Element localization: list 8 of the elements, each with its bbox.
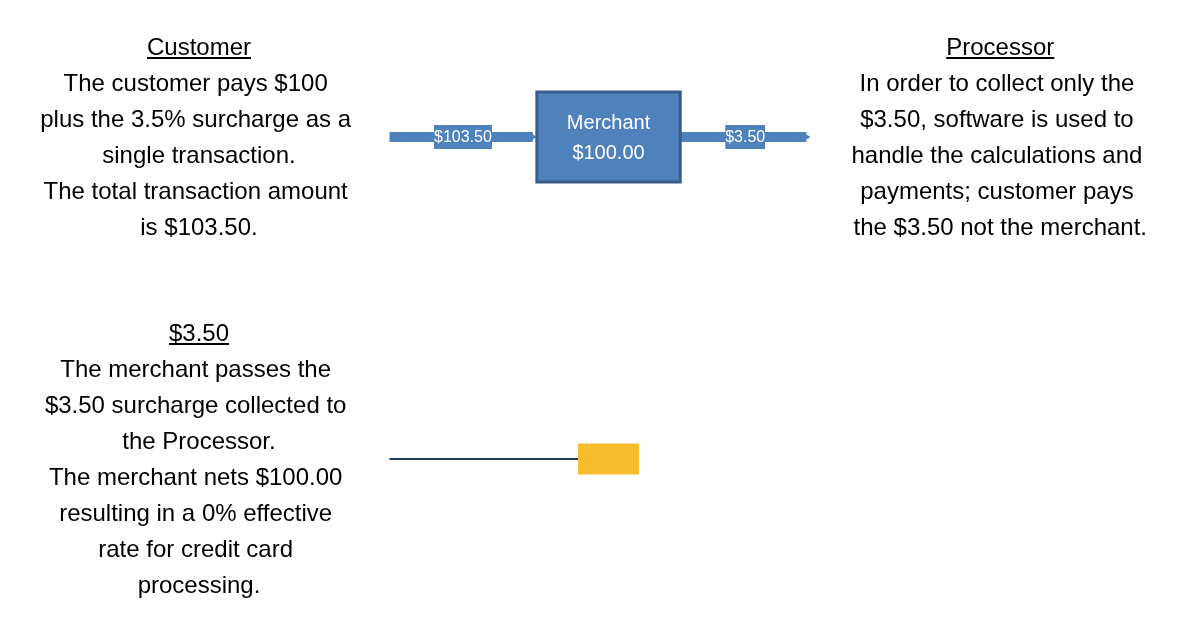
edge-label: $3.50	[725, 127, 766, 145]
node-text: $3.50 The merchant passes the $3.50 surcharge collected to the Processor. The merchant nets $100.00 resulting in a 0% effective rate for credit card processing.	[45, 318, 347, 598]
edge-label: $103.50	[434, 127, 493, 145]
connector	[388, 457, 580, 460]
node-box: Merchant $100.00	[535, 90, 683, 183]
node-bar	[578, 443, 640, 474]
node-text: Customer The customer pays $100 plus the 3.5% surcharge as a single transaction. The total transaction amount is $103.50.	[40, 32, 352, 240]
node-text: Processor In order to collect only the $3.50, software is used to handle the calculations and payments; customer pays the $3.50 not the merchant.	[851, 32, 1148, 240]
